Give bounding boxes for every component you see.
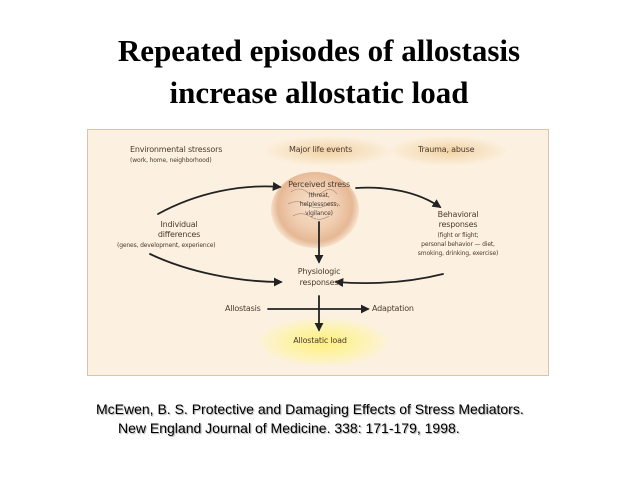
behavioral-responses-sub-3: smoking, drinking, exercise) xyxy=(417,250,499,257)
citation-line-2: New England Journal of Medicine. 338: 17… xyxy=(118,420,460,436)
arrow-perceived-to-behavioral xyxy=(355,186,442,209)
trauma-highlight xyxy=(388,136,508,166)
allostasis-label: Allostasis xyxy=(225,304,261,313)
arrow-individual-to-physiologic xyxy=(149,253,283,287)
perceived-stress-label: Perceived stress xyxy=(288,180,350,189)
perceived-stress-sub-3: vigilance) xyxy=(305,210,333,217)
arrow-behavioral-to-physiologic xyxy=(334,273,444,288)
major-events-highlight xyxy=(263,136,393,166)
physiologic-responses-label-2: responses xyxy=(299,278,339,287)
brain-icon xyxy=(271,172,359,248)
slide-title-line-2: increase allostatic load xyxy=(169,75,469,110)
major-life-events-label: Major life events xyxy=(289,145,353,154)
individual-differences-label-2: differences xyxy=(157,230,201,239)
slide-title-line-1: Repeated episodes of allostasis xyxy=(117,33,521,68)
slide-title: Repeated episodes of allostasis increase… xyxy=(0,30,638,114)
perceived-stress-sub-1: (threat, xyxy=(308,192,330,199)
adaptation-label: Adaptation xyxy=(372,304,414,313)
behavioral-responses-label-1: Behavioral xyxy=(437,210,479,219)
citation: McEwen, B. S. Protective and Damaging Ef… xyxy=(96,400,524,438)
behavioral-responses-sub-1: (fight or flight; xyxy=(437,232,479,239)
individual-differences-sub-label: (genes, development, experience) xyxy=(117,242,216,249)
behavioral-responses-label-2: responses xyxy=(438,220,478,229)
perceived-stress-sub-2: helplessness, xyxy=(299,201,339,208)
allostatic-load-label: Allostatic load xyxy=(293,336,347,345)
arrow-individual-to-perceived xyxy=(157,181,282,215)
behavioral-responses-sub-2: personal behavior — diet, xyxy=(421,241,495,248)
citation-line-1: McEwen, B. S. Protective and Damaging Ef… xyxy=(96,401,524,417)
brain-folds xyxy=(287,188,341,220)
env-stressors-label: Environmental stressors xyxy=(130,145,223,154)
trauma-abuse-label: Trauma, abuse xyxy=(418,145,475,154)
physiologic-responses-label-1: Physiologic xyxy=(297,267,341,276)
diagram-arrows xyxy=(149,181,444,332)
individual-differences-label-1: Individual xyxy=(160,220,198,229)
allostasis-diagram: Environmental stressors (work, home, nei… xyxy=(87,129,549,376)
env-stressors-sub-label: (work, home, neighborhood) xyxy=(130,157,212,164)
